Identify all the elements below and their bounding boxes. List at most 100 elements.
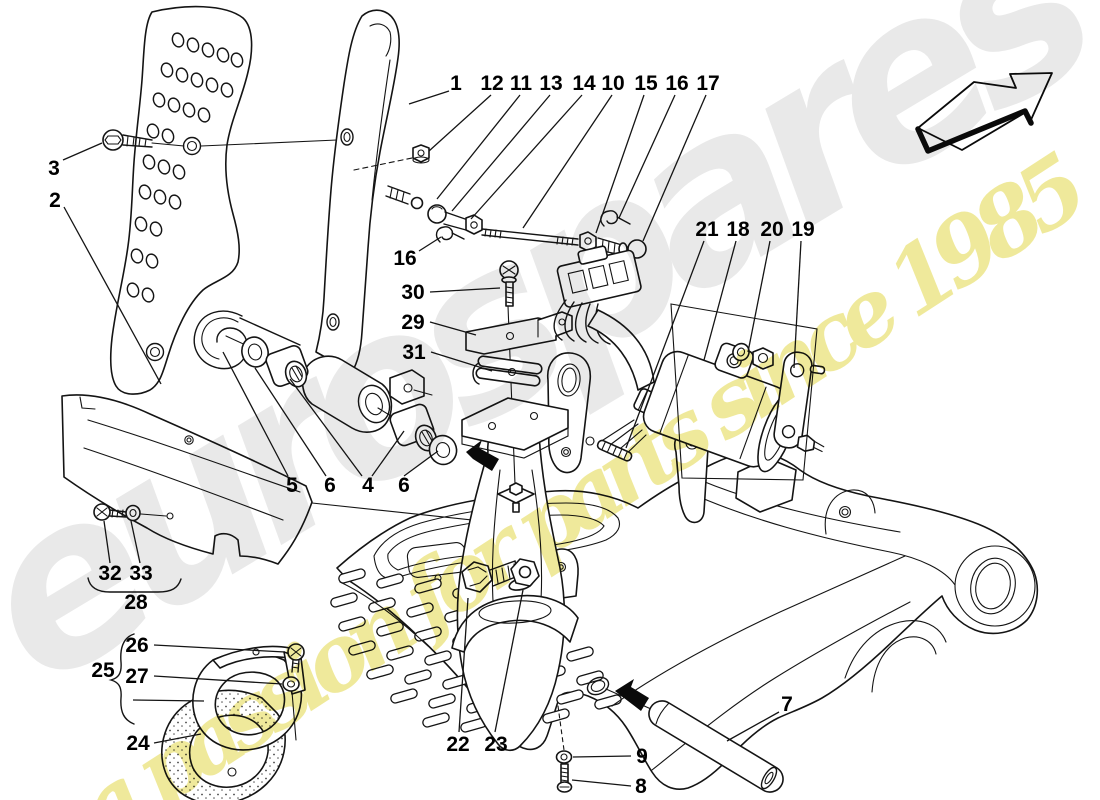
pad-hole	[142, 154, 156, 170]
vent-slot	[366, 664, 394, 680]
vent-slot	[390, 688, 418, 704]
brace-25	[108, 633, 135, 725]
harness-connector	[553, 245, 667, 459]
pad-hole	[186, 37, 200, 53]
vent-slot	[386, 645, 414, 661]
vent-slot	[406, 602, 434, 618]
part-label-29: 29	[401, 311, 424, 334]
insertion-arrow-pin-icon	[615, 679, 649, 711]
screw-8	[556, 763, 573, 793]
pad-screw-3	[102, 129, 185, 151]
leader-line	[153, 675, 283, 685]
frame-arch-bracket	[451, 594, 579, 653]
pad-24	[161, 689, 286, 800]
vent-slot	[368, 597, 396, 613]
pad-hole	[182, 102, 196, 118]
return-spring	[193, 310, 301, 370]
vent-slot	[542, 708, 570, 724]
part-label-20: 20	[760, 218, 783, 241]
part-label-8: 8	[635, 775, 647, 798]
leader-line	[289, 378, 363, 477]
leader-line	[130, 520, 141, 564]
stud-21	[585, 436, 633, 462]
pedal-arm	[315, 9, 413, 373]
leader-line	[625, 240, 705, 449]
pad-hole	[138, 184, 152, 200]
part-label-6: 6	[324, 474, 336, 497]
leader-line	[430, 351, 493, 372]
pad-hole	[153, 189, 167, 205]
lower-bracket	[461, 397, 569, 459]
leader-line	[436, 94, 521, 200]
leader-line	[428, 94, 492, 152]
pad-hole	[205, 77, 219, 93]
bolt-22	[461, 560, 519, 593]
leader-line	[403, 450, 439, 477]
part-label-33: 33	[129, 562, 152, 585]
vent-slot	[376, 621, 404, 637]
leader-line	[726, 711, 780, 742]
pad-hole	[171, 32, 185, 48]
part-label-2: 2	[49, 189, 61, 212]
part-label-28: 28	[124, 591, 148, 614]
spring-clip-16a	[435, 226, 465, 243]
part-label-16: 16	[393, 247, 416, 270]
part-label-16: 16	[665, 72, 688, 95]
vent-slot	[376, 573, 404, 589]
leader-line	[642, 94, 707, 242]
part-label-3: 3	[48, 157, 60, 180]
leader-line	[793, 240, 802, 369]
part-label-13: 13	[539, 72, 562, 95]
part-label-26: 26	[125, 634, 148, 657]
part-label-31: 31	[402, 341, 426, 364]
pad-hole	[126, 282, 140, 298]
part-label-17: 17	[696, 72, 719, 95]
t-bolt	[497, 482, 535, 513]
pad-hole	[160, 62, 174, 78]
part-label-5: 5	[286, 474, 298, 497]
leader-line	[470, 94, 583, 220]
clip-31	[472, 355, 543, 387]
part-label-30: 30	[401, 281, 424, 304]
leader-line	[62, 142, 103, 161]
pad-hole	[172, 164, 186, 180]
part-label-25: 25	[91, 659, 115, 682]
part-label-22: 22	[446, 733, 469, 756]
screw-30	[499, 260, 519, 307]
vent-slot	[566, 646, 594, 662]
pad-hole	[141, 287, 155, 303]
leader-line	[63, 206, 162, 385]
motor-nut-20	[752, 347, 774, 370]
leader-line	[595, 94, 645, 234]
cover-panel	[61, 394, 313, 565]
vent-slot	[338, 616, 366, 632]
pad-hole	[157, 159, 171, 175]
pad-hole	[168, 194, 182, 210]
reference-box	[670, 303, 818, 481]
leader-line	[494, 589, 524, 733]
insertion-arrow-washer-icon	[466, 440, 499, 471]
pad-hole	[161, 128, 175, 144]
nut-12	[412, 144, 430, 164]
leader-line	[458, 597, 469, 733]
part-label-27: 27	[125, 665, 148, 688]
leader-line	[408, 90, 450, 105]
leader-line	[153, 644, 286, 653]
pad-hole	[130, 248, 144, 264]
pad-hole	[230, 52, 244, 68]
leader-line	[747, 240, 771, 353]
part-label-11: 11	[510, 72, 533, 95]
part-label-19: 19	[791, 218, 814, 241]
pad-hole	[175, 67, 189, 83]
leader-line	[429, 287, 501, 293]
part-label-24: 24	[126, 732, 150, 755]
pad-hole	[197, 107, 211, 123]
part-label-18: 18	[726, 218, 750, 241]
leader-line	[371, 430, 405, 477]
vent-slot	[404, 669, 432, 685]
part-label-9: 9	[636, 745, 648, 768]
part-label-1: 1	[450, 72, 462, 95]
